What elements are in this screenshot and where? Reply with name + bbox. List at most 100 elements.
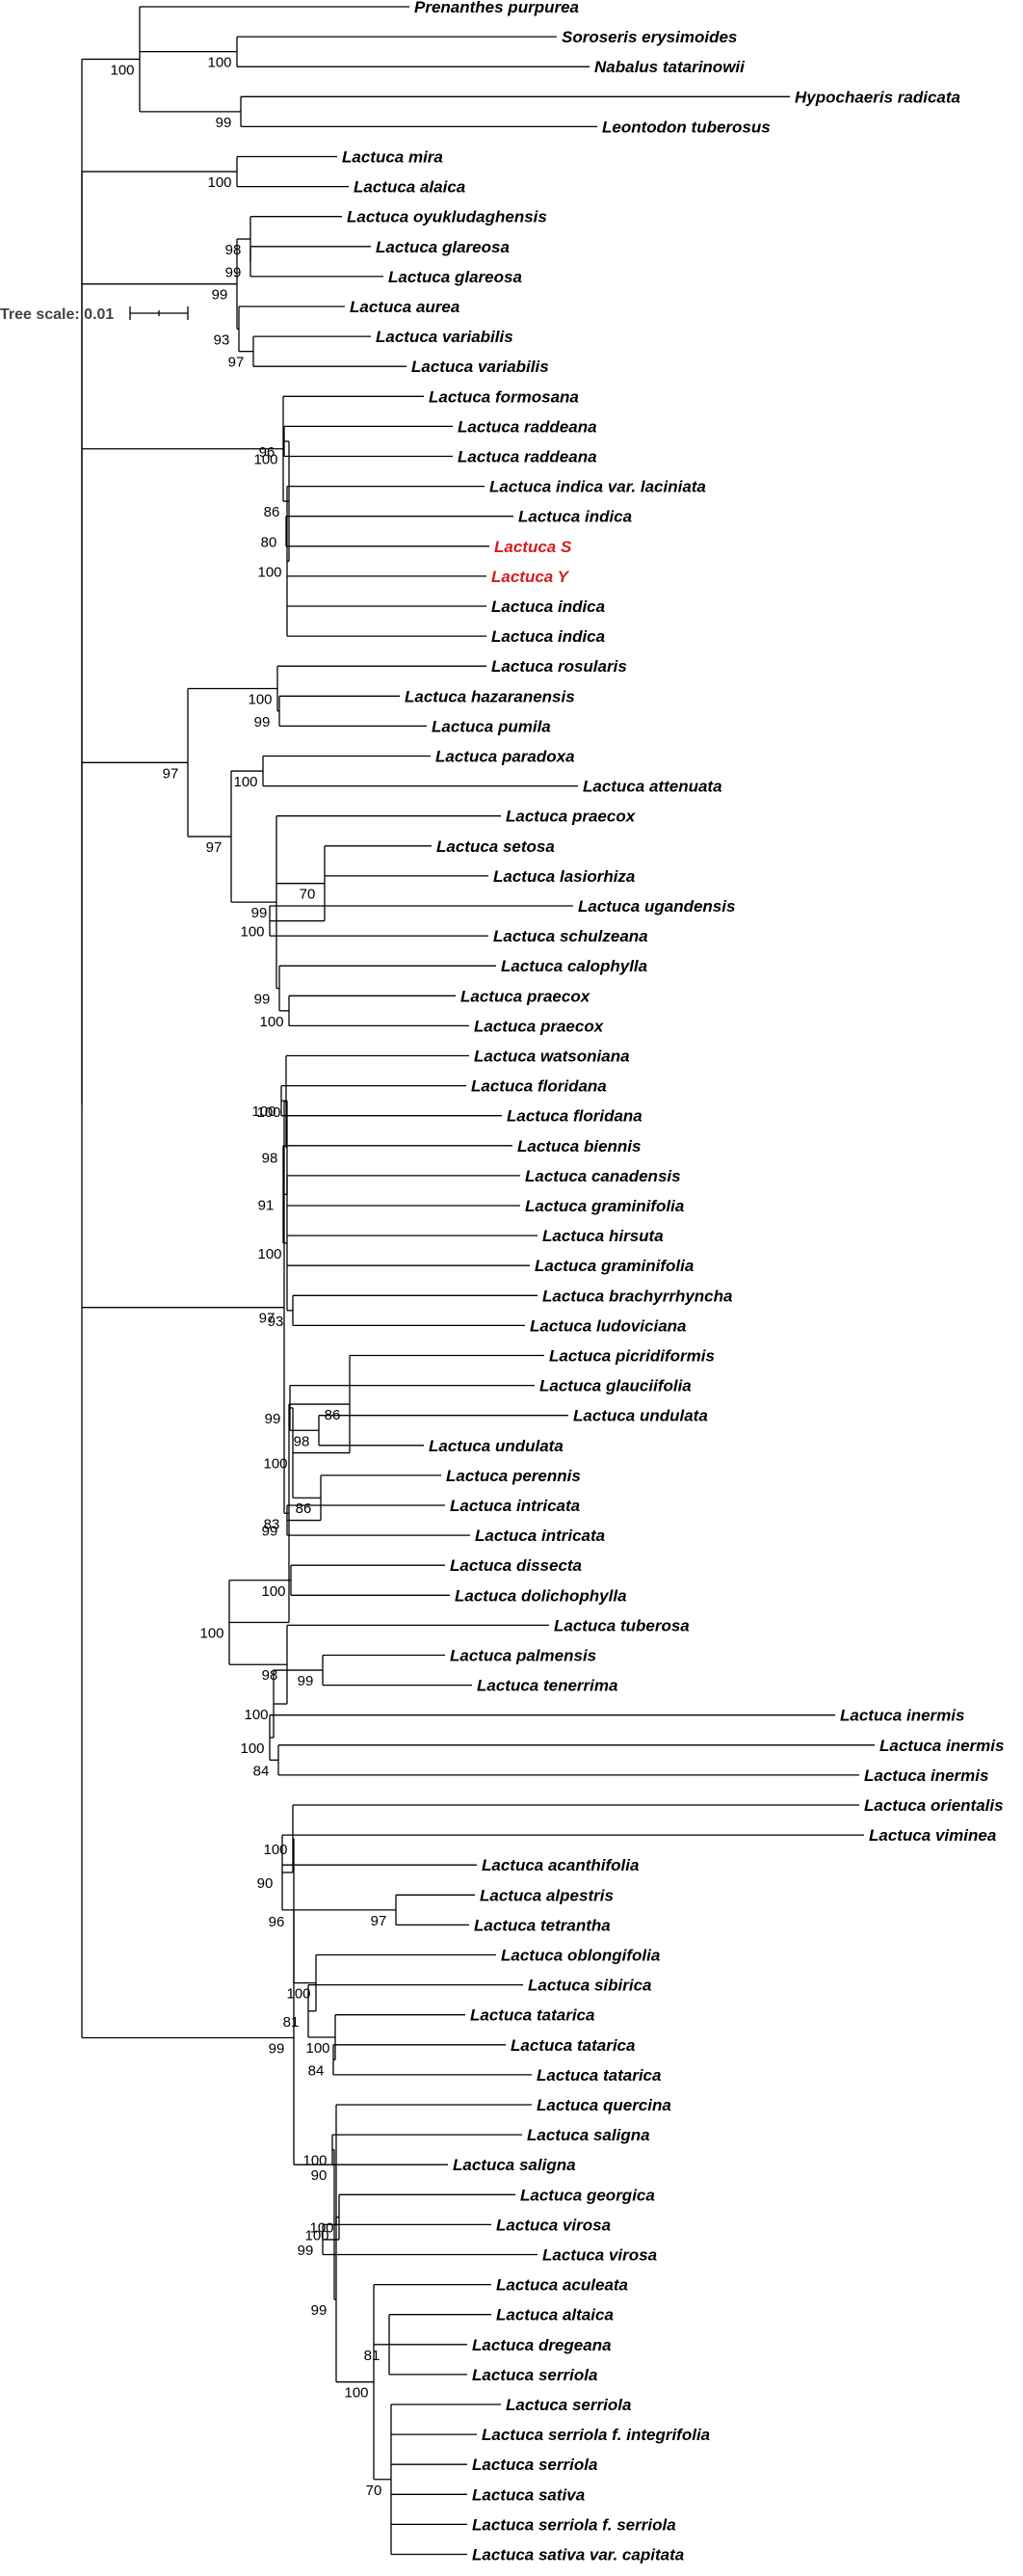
- bootstrap-value: 100: [257, 564, 281, 580]
- taxon-label: Lactuca canadensis: [525, 1167, 681, 1185]
- taxon-label: Lactuca hazaranensis: [405, 687, 575, 705]
- taxon-label: Lactuca altaica: [496, 2306, 614, 2324]
- taxon-label: Lactuca inermis: [864, 1766, 988, 1785]
- taxon-label: Lactuca aculeata: [496, 2276, 628, 2295]
- bootstrap-value: 100: [251, 1103, 275, 1120]
- taxon-label: Lactuca georgica: [520, 2186, 655, 2204]
- bootstrap-value: 100: [233, 774, 257, 790]
- bootstrap-value: 100: [344, 2385, 368, 2402]
- taxon-label: Lactuca indica: [491, 598, 605, 616]
- taxon-label: Lactuca praecox: [474, 1017, 605, 1035]
- taxon-label: Lactuca formosana: [429, 387, 579, 406]
- bootstrap-value: 99: [269, 2041, 285, 2058]
- taxon-label: Lactuca tuberosa: [554, 1616, 690, 1634]
- taxon-label: Lactuca inermis: [879, 1737, 1004, 1755]
- taxon-label: Lactuca oblongifolia: [501, 1947, 660, 1965]
- bootstrap-value: 99: [298, 1673, 314, 1689]
- bootstrap-value: 100: [256, 1104, 280, 1121]
- taxon-label: Lactuca glareosa: [376, 238, 510, 256]
- taxon-label: Lactuca dissecta: [450, 1556, 582, 1575]
- taxon-label: Soroseris erysimoides: [562, 28, 737, 46]
- taxon-label: Lactuca variabilis: [376, 328, 513, 346]
- taxon-label: Lactuca tatarica: [470, 2006, 594, 2025]
- bootstrap-value: 97: [206, 839, 223, 856]
- tree-scale-label: Tree scale: 0.01: [0, 306, 114, 323]
- taxon-label: Lactuca dregeana: [472, 2336, 612, 2354]
- taxon-label: Nabalus tatarinowii: [594, 58, 746, 76]
- taxon-label: Lactuca schulzeana: [493, 927, 648, 945]
- bootstrap-value: 99: [254, 992, 271, 1008]
- bootstrap-value: 100: [305, 2040, 329, 2057]
- taxon-label: Lactuca variabilis: [411, 358, 549, 376]
- bootstrap-value: 99: [262, 1524, 278, 1540]
- taxon-label: Lactuca lasiorhiza: [493, 867, 635, 886]
- taxon-label: Lactuca brachyrrhyncha: [542, 1287, 732, 1305]
- bootstrap-value: 100: [261, 1583, 285, 1600]
- bootstrap-value: 100: [240, 1740, 264, 1757]
- bootstrap-value: 99: [225, 264, 242, 280]
- bootstrap-value: 86: [325, 1407, 341, 1423]
- taxon-label: Lactuca serriola: [472, 2366, 597, 2384]
- bootstrap-value: 86: [296, 1500, 312, 1517]
- taxon-label: Lactuca serriola f. serriola: [472, 2515, 676, 2534]
- taxon-label: Lactuca tetrantha: [474, 1916, 611, 1934]
- taxon-label: Lactuca tatarica: [537, 2066, 661, 2085]
- taxon-label: Lactuca sibirica: [528, 1977, 652, 1995]
- bootstrap-value: 100: [259, 1014, 283, 1030]
- bootstrap-value: 97: [228, 355, 245, 371]
- bootstrap-value: 90: [257, 1875, 274, 1892]
- taxon-label: Lactuca intricata: [475, 1527, 605, 1545]
- taxon-label: Lactuca perennis: [446, 1467, 581, 1485]
- bootstrap-value: 100: [207, 174, 231, 191]
- bootstrap-value: 86: [264, 504, 280, 520]
- taxon-label: Lactuca alpestris: [480, 1886, 614, 1904]
- taxon-label: Lactuca graminifolia: [535, 1257, 694, 1275]
- taxon-label: Lactuca graminifolia: [525, 1197, 684, 1215]
- bootstrap-value: 81: [364, 2348, 380, 2364]
- taxon-label: Lactuca indica: [491, 627, 605, 646]
- bootstrap-value: 96: [259, 444, 275, 461]
- taxon-label: Lactuca picridiformis: [549, 1347, 715, 1366]
- taxon-label: Lactuca palmensis: [450, 1647, 596, 1665]
- taxon-label: Lactuca biennis: [517, 1137, 641, 1155]
- taxon-label: Lactuca attenuata: [583, 778, 722, 796]
- bootstrap-value: 99: [298, 2243, 314, 2259]
- taxon-label: Prenanthes purpurea: [414, 0, 579, 16]
- bootstrap-value: 100: [286, 1986, 310, 2003]
- bootstrap-value: 100: [304, 2227, 328, 2244]
- bootstrap-value: 98: [262, 1151, 278, 1167]
- taxon-label: Lactuca paradoxa: [435, 748, 575, 766]
- bootstrap-value: 93: [268, 1314, 284, 1330]
- bootstrap-value: 98: [225, 242, 242, 258]
- taxon-label: Lactuca serriola f. integrifolia: [482, 2426, 710, 2444]
- taxon-label: Lactuca watsoniana: [474, 1048, 630, 1066]
- bootstrap-value: 98: [294, 1433, 310, 1449]
- bootstrap-value: 100: [309, 2220, 333, 2237]
- taxon-label: Lactuca floridana: [507, 1107, 643, 1126]
- bootstrap-value: 81: [283, 2014, 300, 2031]
- bootstrap-value: 96: [269, 1914, 285, 1930]
- taxon-label: Lactuca S: [494, 538, 572, 556]
- bootstrap-value: 70: [300, 887, 316, 903]
- taxon-label: Lactuca indica var. laciniata: [489, 478, 706, 496]
- bootstrap-value: 99: [216, 115, 232, 131]
- bootstrap-value: 99: [265, 1411, 281, 1427]
- taxon-label: Lactuca orientalis: [864, 1796, 1004, 1815]
- taxon-label: Lactuca tatarica: [511, 2036, 635, 2055]
- taxon-label: Lactuca sativa var. capitata: [472, 2546, 684, 2564]
- taxon-label: Lactuca floridana: [471, 1077, 607, 1096]
- bootstrap-value: 70: [366, 2483, 382, 2499]
- bootstrap-value: 100: [253, 452, 277, 468]
- bootstrap-value: 99: [311, 2302, 328, 2319]
- taxon-label: Lactuca serriola: [472, 2456, 597, 2474]
- bootstrap-value: 100: [199, 1625, 223, 1641]
- taxon-label: Lactuca raddeana: [458, 448, 597, 466]
- taxon-label: Lactuca oyukludaghensis: [347, 208, 547, 226]
- bootstrap-value: 83: [264, 1516, 280, 1532]
- tree-scale: Tree scale: 0.01: [0, 306, 189, 323]
- bootstrap-value: 99: [254, 714, 271, 730]
- taxon-label: Lactuca raddeana: [458, 417, 597, 436]
